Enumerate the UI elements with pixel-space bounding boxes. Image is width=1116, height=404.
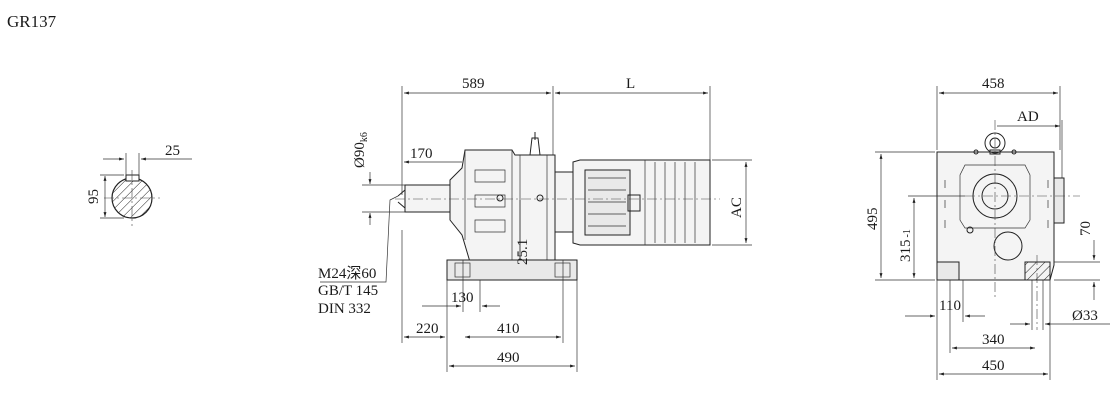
dim-315: 315-1 <box>898 229 914 262</box>
side-view: 589 L Ø90k6 170 25.1 <box>318 76 752 372</box>
shaft-end-view: 25 95 <box>86 143 192 226</box>
key-width-label: 25 <box>165 143 180 159</box>
dim-495: 495 <box>865 208 881 231</box>
drawing-title: GR137 <box>7 12 57 31</box>
dim-450: 450 <box>982 358 1005 374</box>
dim-170: 170 <box>410 146 433 162</box>
output-shaft <box>404 184 451 213</box>
thread-note-line1: M24深60 <box>318 265 376 282</box>
foot-hole-section <box>1024 261 1051 281</box>
thread-note-line2: GB/T 145 <box>318 283 378 299</box>
dim-458: 458 <box>982 76 1005 92</box>
terminal-box <box>584 169 631 236</box>
dim-490: 490 <box>497 350 520 366</box>
dim-L: L <box>626 76 635 92</box>
dim-AD: AD <box>1017 109 1039 125</box>
end-view-terminal <box>1053 177 1065 224</box>
dim-410: 410 <box>497 321 520 337</box>
end-view-housing <box>936 151 1055 281</box>
shaft-height-label: 95 <box>86 189 102 204</box>
dim-33: Ø33 <box>1072 308 1098 324</box>
dim-AC: AC <box>729 197 745 218</box>
keyway <box>125 174 140 182</box>
dim-shaft-dia: Ø90k6 <box>352 132 370 168</box>
dim-25-1: 25.1 <box>515 239 531 265</box>
thread-note-line3: DIN 332 <box>318 301 371 317</box>
dim-130: 130 <box>451 290 474 306</box>
dim-589: 589 <box>462 76 485 92</box>
gearbox-foot <box>446 259 578 281</box>
end-view: 458 AD 495 315-1 <box>865 76 1110 380</box>
motor-adapter <box>554 171 574 233</box>
gear-housing <box>449 149 556 263</box>
dim-70: 70 <box>1078 221 1094 236</box>
dim-220: 220 <box>416 321 439 337</box>
dim-340: 340 <box>982 332 1005 348</box>
